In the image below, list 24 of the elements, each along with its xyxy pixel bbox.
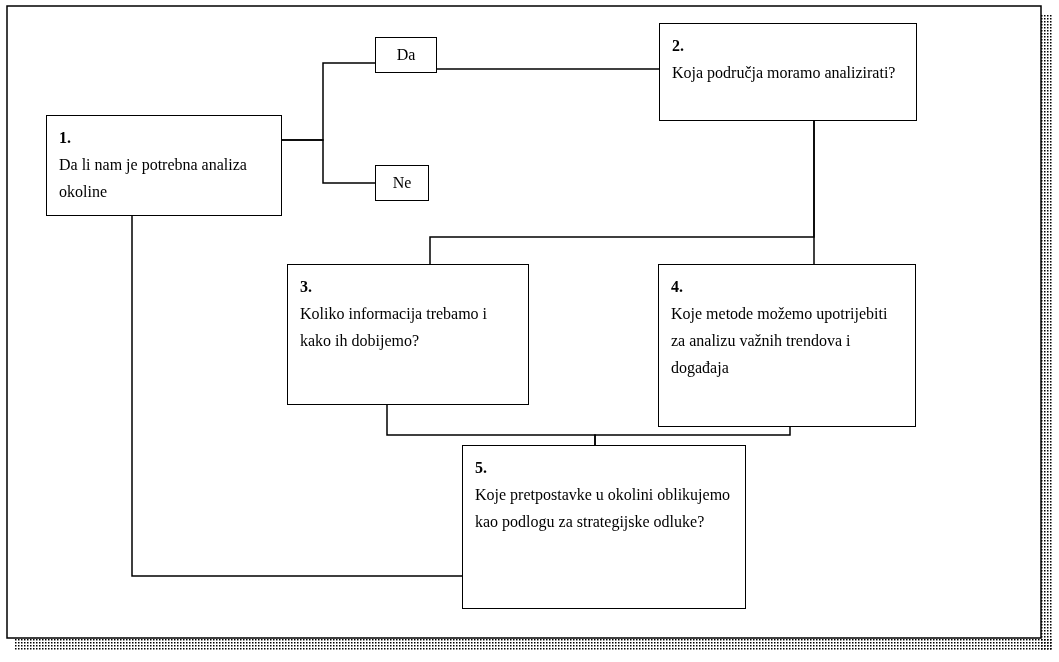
step-text: Koja područja moramo analizirati? [672,63,897,84]
step-number: 4. [671,277,684,297]
connector-line [281,139,376,184]
step-text: Koje pretpostavke u okolini oblikujemo kao podlogu za strategijske odluke? [475,485,732,533]
step-box [462,445,746,609]
option-box [375,165,429,201]
step-box [46,115,282,216]
connector-line [436,68,660,70]
step-text: Ne [391,173,413,193]
step-number: 1. [59,128,72,148]
step-box [658,264,916,427]
step-text: Da [395,45,417,65]
step-box [659,23,917,121]
step-text: Koliko informacija trebamo i kako ih dobijemo? [300,304,489,352]
step-number: 3. [300,277,313,297]
connector-line [594,426,791,446]
step-number: 2. [672,36,685,56]
step-box [287,264,529,405]
connector-line [131,215,463,577]
step-text: Da li nam je potrebna analiza okoline [59,155,248,202]
step-number: 5. [475,458,488,478]
connector-line [813,120,815,265]
step-text: Koje metode možemo upotrijebiti za analizu važnih trendova i događaja [671,304,889,379]
option-box [375,37,437,73]
